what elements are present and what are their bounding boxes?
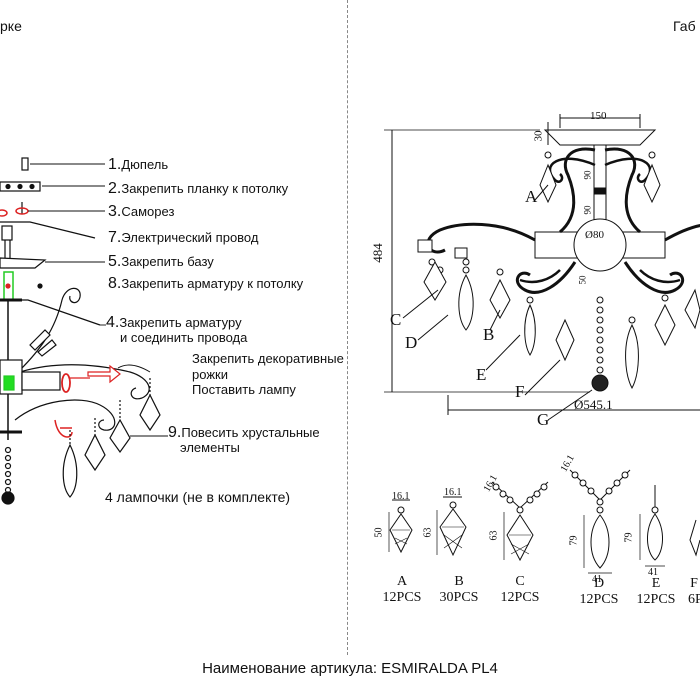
bulb-note: 4 лампочки (не в комплекте): [105, 489, 291, 505]
step-1: 1.Дюпель: [108, 156, 168, 174]
step-4-line2: и соединить провода: [120, 330, 248, 345]
dim-diameter: Ø545.1: [574, 397, 613, 412]
step-text: Дюпель: [121, 157, 169, 172]
part-label-g: G: [537, 410, 550, 429]
step-text: Повесить хрустальные: [181, 425, 320, 440]
part-label-e: E: [476, 365, 487, 384]
step-text: Электрический провод: [121, 230, 259, 245]
crystal-c-height: 63: [488, 530, 500, 541]
step-decor-horns-line2: рожки: [192, 367, 228, 382]
left-section-header: рке: [0, 18, 22, 34]
step-text: Саморез: [121, 204, 175, 219]
step-3: 3.Саморез: [108, 203, 174, 221]
crystal-b-height: 63: [422, 527, 434, 538]
crystal-c-count: 12PCS: [500, 590, 540, 605]
crystal-c-letter: C: [515, 574, 525, 589]
crystal-d-width2: 41: [592, 574, 602, 585]
step-text: Закрепить арматуру: [119, 315, 242, 330]
crystal-a-width: 16.1: [392, 491, 410, 502]
crystal-d-letter: D: [593, 576, 605, 591]
step-decor-horns: Закрепить декоративные: [192, 351, 344, 366]
step-7: 7.Электрический провод: [108, 229, 258, 247]
dim-center-diameter: Ø80: [585, 229, 604, 241]
crystal-b-count: 30PCS: [439, 590, 479, 605]
step-number: 8.: [108, 275, 122, 292]
right-section-header: Габ: [673, 18, 696, 34]
crystal-b-width: 16.1: [444, 487, 462, 498]
dim-cap-height: 30: [532, 130, 545, 142]
dim-small-50: 50: [577, 275, 588, 285]
step-4: 4.Закрепить арматуру: [106, 314, 242, 332]
step-9-line2: элементы: [180, 440, 240, 455]
step-text: Закрепить арматуру к потолку: [121, 276, 304, 291]
part-label-f: F: [515, 382, 525, 401]
dim-total-height: 484: [369, 243, 385, 263]
step-lamp: Поставить лампу: [192, 382, 296, 397]
step-text: Закрепить базу: [121, 254, 214, 269]
crystal-e-letter: E: [651, 576, 661, 591]
step-number: 3.: [108, 203, 122, 220]
part-label-d: D: [405, 333, 418, 352]
step-number: 9.: [168, 424, 182, 441]
crystal-e-height: 79: [623, 532, 635, 543]
crystal-d-height: 79: [568, 535, 580, 546]
step-number: 5.: [108, 253, 122, 270]
crystal-b-letter: B: [454, 574, 464, 589]
step-8: 8.Закрепить арматуру к потолку: [108, 275, 303, 293]
step-number: 4.: [106, 314, 120, 331]
article-name-footer: Наименование артикула: ESMIRALDA PL4: [202, 660, 498, 677]
dim-top-width: 150: [590, 110, 607, 122]
part-label-c: C: [390, 310, 402, 329]
step-text: Закрепить планку к потолку: [121, 181, 289, 196]
crystal-f-letter: F: [690, 576, 698, 591]
step-2: 2.Закрепить планку к потолку: [108, 180, 288, 198]
step-number: 2.: [108, 180, 122, 197]
step-5: 5.Закрепить базу: [108, 253, 214, 271]
crystal-e-count: 12PCS: [636, 592, 676, 607]
crystal-a-height: 50: [373, 527, 385, 538]
part-label-b: B: [483, 325, 495, 344]
step-9: 9.Повесить хрустальные: [168, 424, 320, 442]
crystal-a-letter: A: [396, 574, 408, 589]
crystal-f-count: 6P: [688, 592, 700, 607]
crystal-a-count: 12PCS: [382, 590, 422, 605]
step-number: 1.: [108, 156, 122, 173]
step-number: 7.: [108, 229, 122, 246]
crystal-e-width2: 41: [648, 567, 658, 578]
dim-small-90b: 90: [582, 205, 593, 215]
section-divider: [347, 0, 348, 655]
dim-small-90a: 90: [582, 170, 593, 180]
part-label-a: A: [525, 187, 538, 206]
crystal-d-count: 12PCS: [579, 592, 619, 607]
